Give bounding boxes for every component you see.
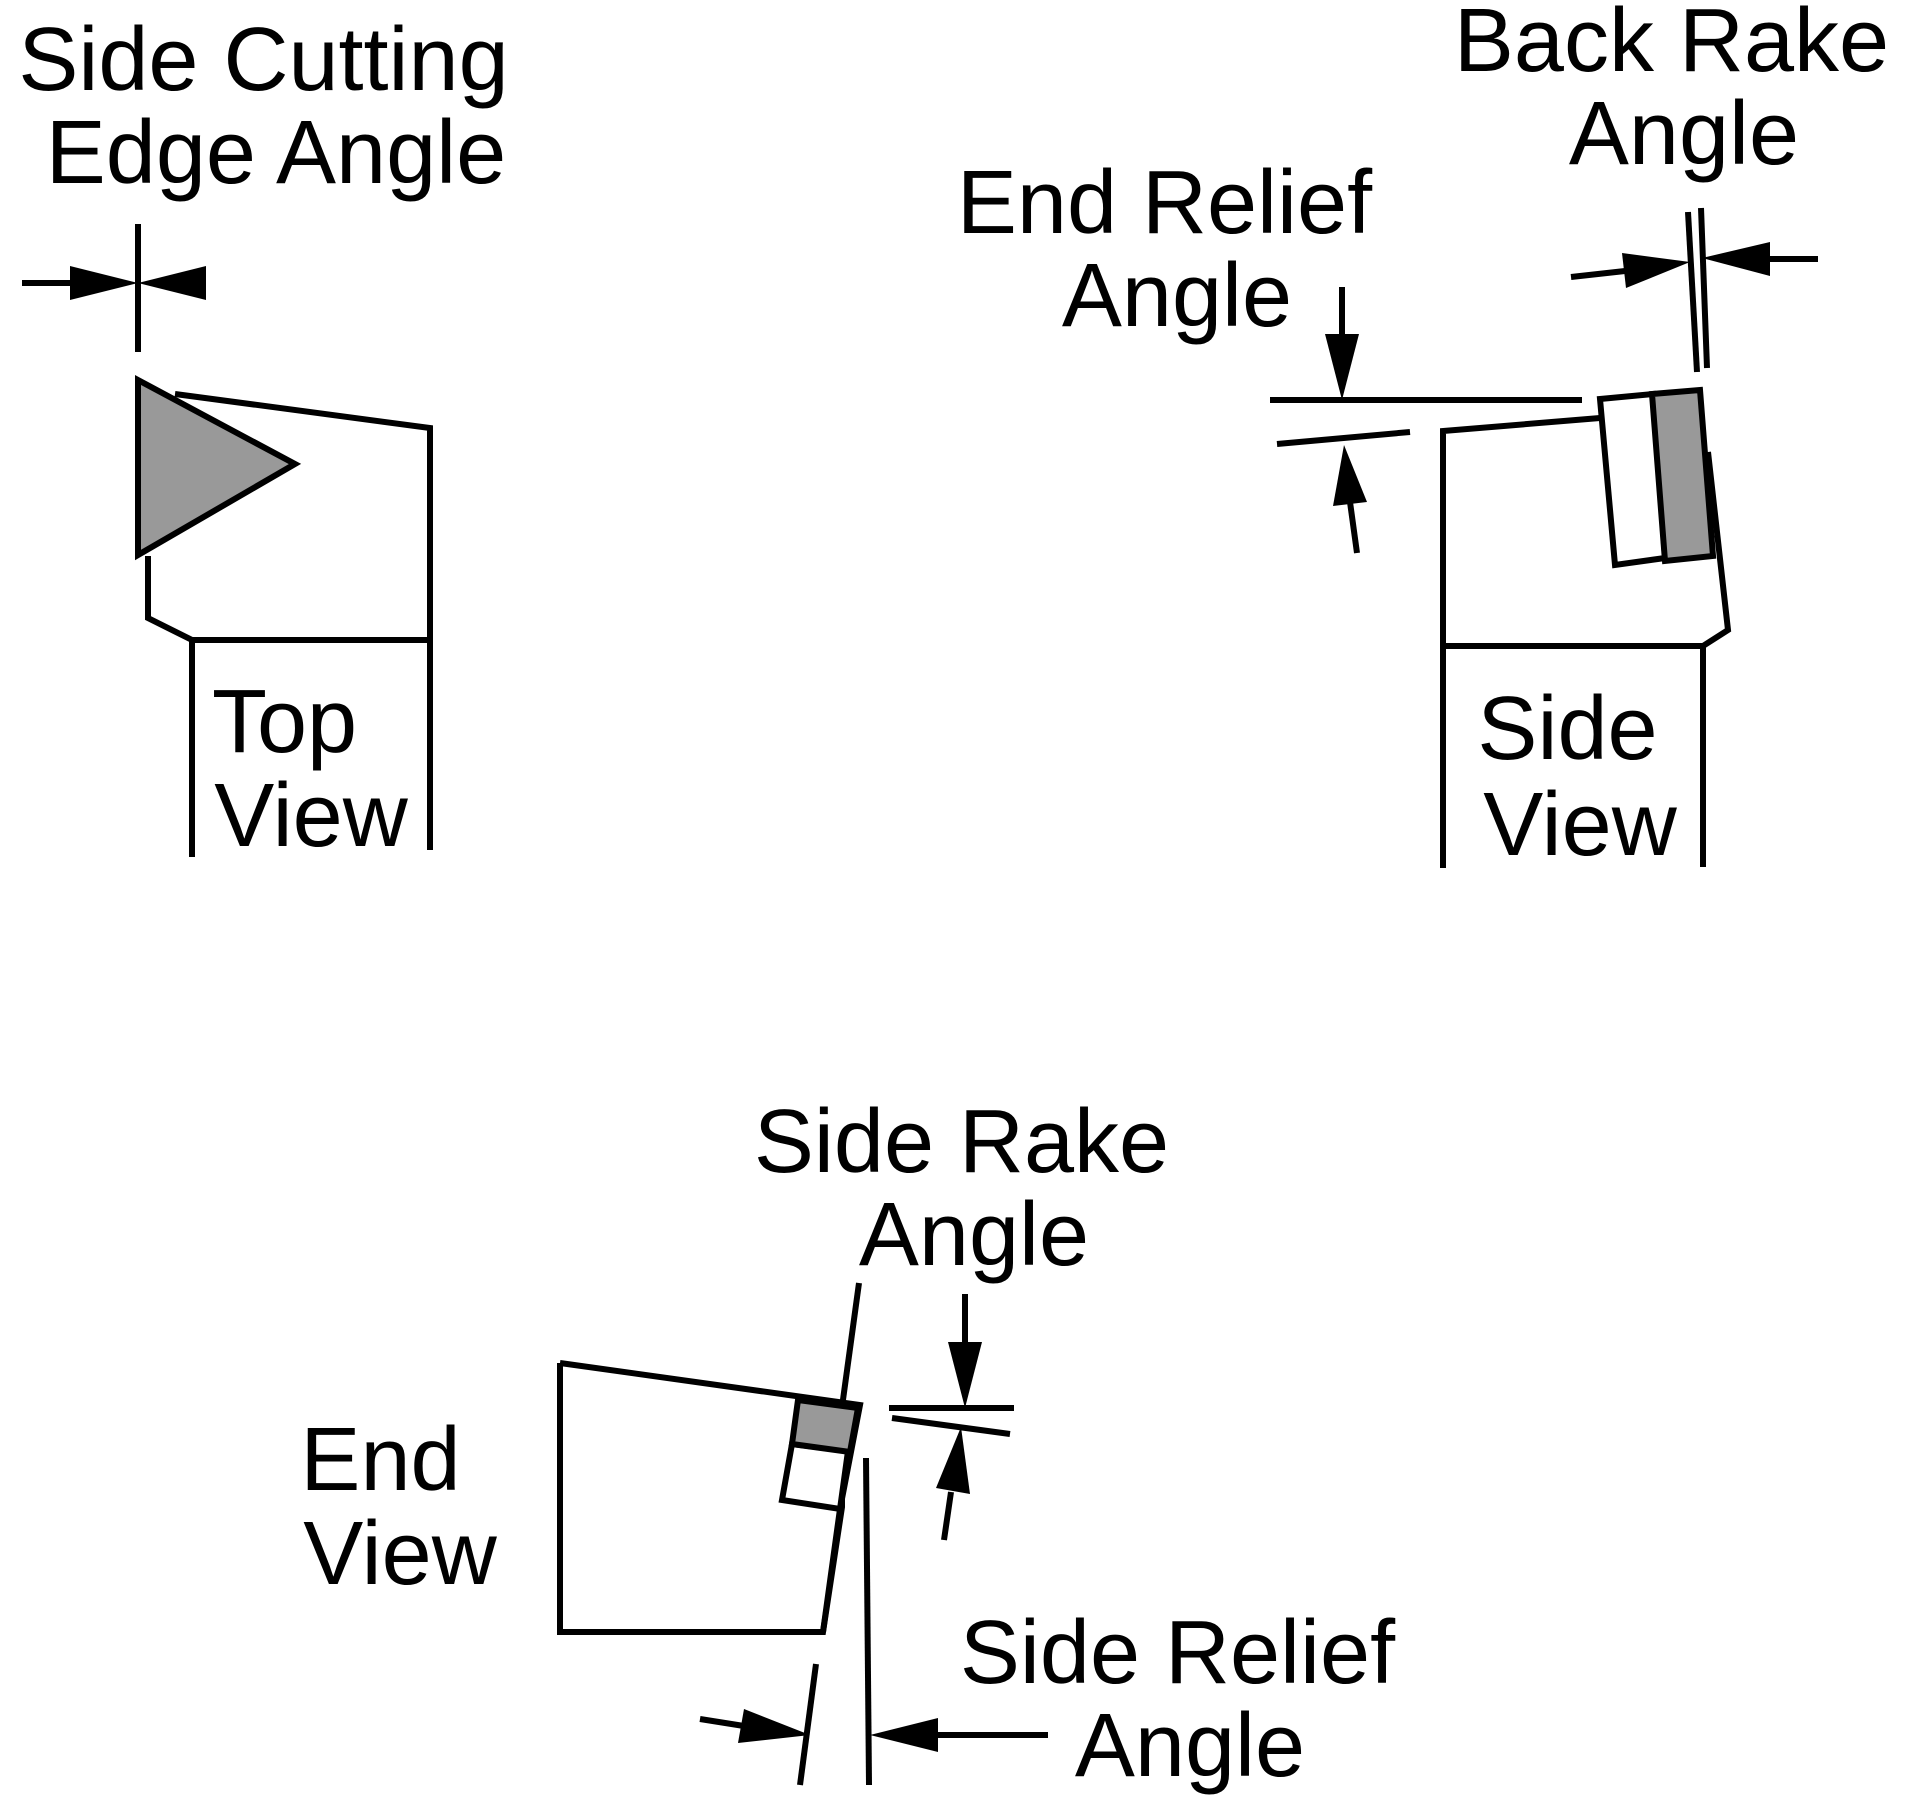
side-view-label: Side View [1477,679,1682,875]
side-relief-right-arrowhead [870,1718,938,1752]
end-view-insert-clearance [778,1440,852,1513]
end-view: End View Side Rake Angle Side Relief Ang… [300,1092,1420,1796]
side-relief-left-line [699,1716,745,1729]
side-rake-angle-label: Side Rake Angle [754,1092,1194,1285]
end-view-label: End View [300,1410,497,1604]
side-view-shank-outline [1440,415,1601,868]
top-view: Top View Side Cutting Edge Angle [18,10,533,866]
top-view-dimension-left-arrowhead [70,266,138,300]
end-relief-angle-label: End Relief Angle [957,153,1397,346]
side-cutting-edge-angle-label: Side Cutting Edge Angle [18,10,533,203]
side-rake-bottom-arrowhead [936,1427,970,1494]
top-view-shank-top-edge [174,391,433,850]
back-rake-left-line [1570,268,1626,280]
back-rake-rake-line [1698,207,1710,369]
back-rake-right-arrowhead [1702,242,1770,276]
top-view-dimension-right-arrowhead [138,266,206,300]
back-rake-left-arrowhead [1622,253,1690,288]
end-relief-bottom-line [1347,501,1360,554]
end-relief-relief-line [1276,429,1411,447]
side-relief-relief-line [797,1663,819,1786]
side-rake-bottom-line [941,1491,954,1541]
side-view-insert [1648,386,1717,565]
side-rake-top-arrowhead [948,1342,982,1408]
side-relief-reference-line [863,1457,872,1786]
back-rake-reference-line [1685,211,1700,373]
back-rake-angle-label: Back Rake Angle [1454,0,1914,184]
end-relief-bottom-arrowhead [1333,445,1367,506]
top-view-label: Top View [212,672,409,866]
top-view-insert [135,374,302,561]
top-view-shank-outline [145,556,195,857]
end-view-shank-outline [839,1282,862,1408]
side-relief-left-arrowhead [738,1709,810,1743]
side-rake-rake-line [891,1415,1011,1437]
side-relief-angle-label: Side Relief Angle [960,1603,1420,1796]
side-view: Side View End Relief Angle Back Rake Ang… [957,0,1914,875]
end-view-insert [788,1396,862,1456]
side-view-shank-right-outline [1700,451,1732,867]
end-relief-top-arrowhead [1325,334,1359,400]
